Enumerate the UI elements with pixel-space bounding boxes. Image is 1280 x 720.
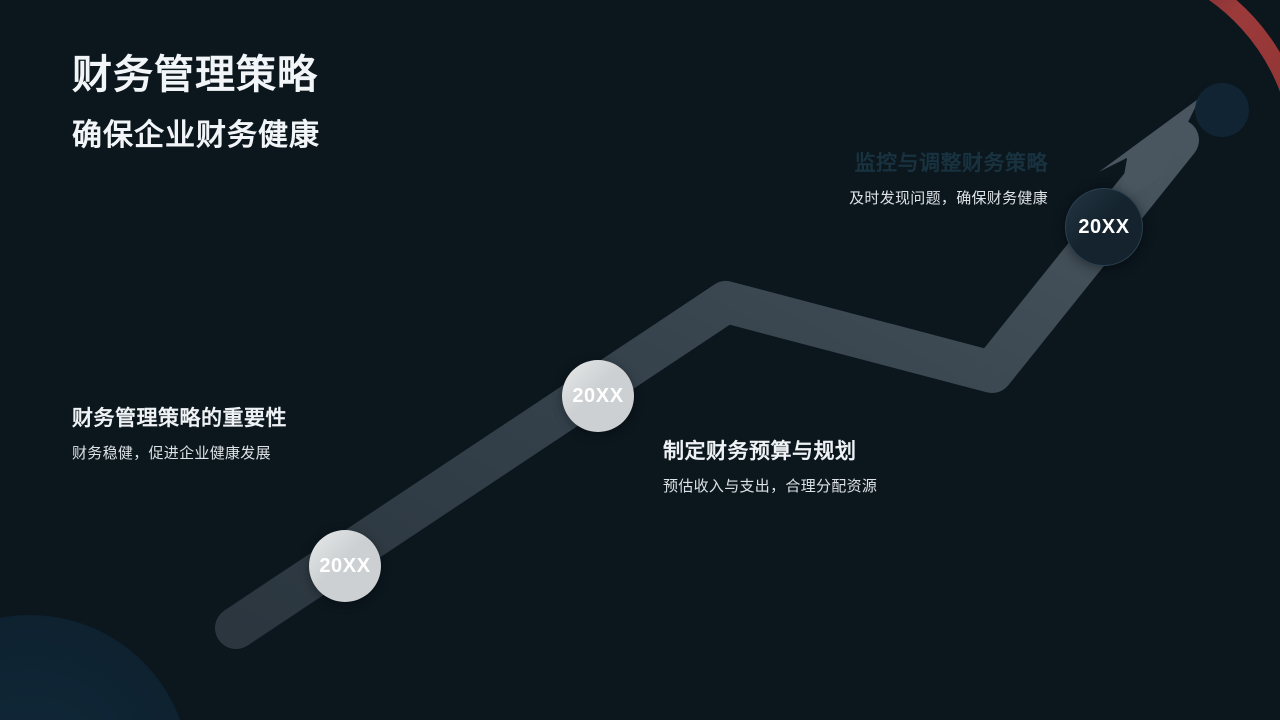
timeline-item-1: 财务管理策略的重要性 财务稳健，促进企业健康发展 [72, 405, 287, 464]
timeline-item-2-description: 预估收入与支出，合理分配资源 [663, 478, 878, 496]
timeline-item-3: 监控与调整财务策略 及时发现问题，确保财务健康 [748, 150, 1048, 209]
timeline-item-3-heading: 监控与调整财务策略 [854, 152, 1048, 175]
timeline-item-2: 制定财务预算与规划 预估收入与支出，合理分配资源 [663, 438, 877, 497]
red-arc-icon [1208, 0, 1280, 92]
timeline-marker-2[interactable]: 20XX [562, 360, 634, 432]
bottom-left-circle [0, 615, 181, 720]
timeline-marker-3[interactable]: 20XX [1065, 188, 1143, 266]
timeline-item-1-description: 财务稳健，促进企业健康发展 [72, 445, 271, 463]
page-subtitle: 确保企业财务健康 [72, 119, 320, 152]
page-title: 财务管理策略 [72, 53, 318, 97]
arc-dot-icon [1195, 83, 1249, 137]
timeline-item-2-heading: 制定财务预算与规划 [663, 440, 857, 463]
timeline-marker-1[interactable]: 20XX [309, 530, 381, 602]
timeline-item-1-heading: 财务管理策略的重要性 [72, 407, 287, 430]
timeline-item-3-description: 及时发现问题，确保财务健康 [849, 190, 1048, 208]
